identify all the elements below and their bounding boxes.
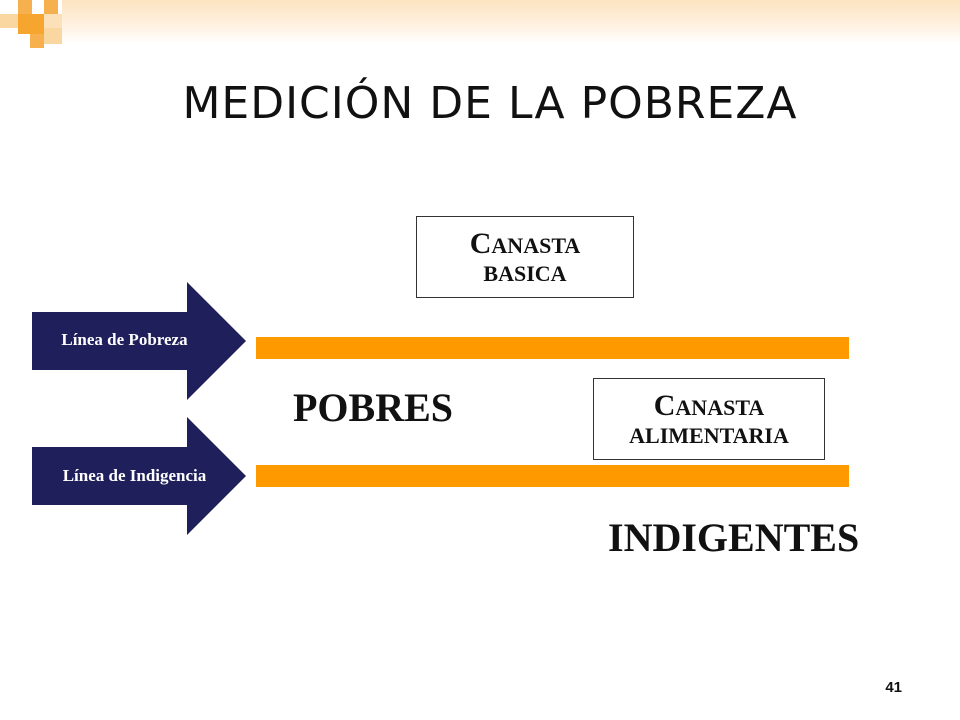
deco-square xyxy=(30,34,44,48)
arrow-shape xyxy=(32,282,246,400)
poverty-line-label: Línea de Pobreza xyxy=(61,330,188,349)
pobres-label: POBRES xyxy=(293,385,454,430)
canasta-alimentaria-line2: ALIMENTARIA xyxy=(629,423,789,448)
arrow-shape xyxy=(32,417,246,535)
canasta-alimentaria-box: CANASTA ALIMENTARIA xyxy=(593,378,825,460)
indigence-line-label: Línea de Indigencia xyxy=(62,466,207,485)
canasta-basica-initial: C xyxy=(469,227,492,260)
poverty-line-bar xyxy=(256,337,849,359)
canasta-basica-box: CANASTA BASICA xyxy=(416,216,634,298)
indigence-line-arrow xyxy=(32,417,246,535)
page-title: MEDICIÓN DE LA POBREZA xyxy=(182,78,798,129)
corner-decoration xyxy=(0,0,80,60)
deco-square xyxy=(18,0,32,14)
canasta-basica-rest: ANASTA xyxy=(491,233,581,258)
indigence-line-bar xyxy=(256,465,849,487)
deco-square xyxy=(18,14,44,34)
canasta-basica-line2: BASICA xyxy=(483,261,567,286)
page-number: 41 xyxy=(885,679,902,696)
canasta-alimentaria-line1: CANASTA xyxy=(594,389,824,423)
canasta-alimentaria-initial: C xyxy=(653,389,676,422)
canasta-basica-line1: CANASTA xyxy=(417,227,633,261)
canasta-alimentaria-rest: ANASTA xyxy=(675,395,765,420)
deco-square xyxy=(0,14,18,28)
indigentes-label: INDIGENTES xyxy=(608,515,860,560)
deco-square xyxy=(44,0,58,14)
top-band xyxy=(62,0,960,44)
deco-square xyxy=(44,28,64,44)
poverty-line-arrow xyxy=(32,282,246,400)
